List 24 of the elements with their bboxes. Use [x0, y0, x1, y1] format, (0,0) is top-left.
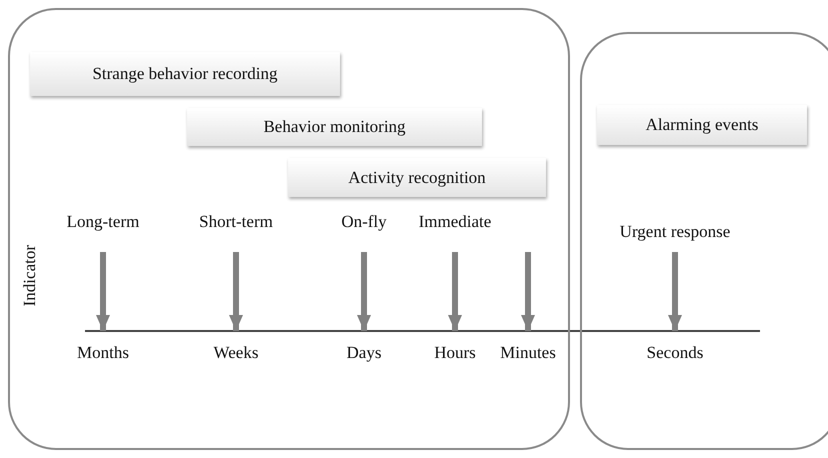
- axis-title: Indicator: [20, 245, 40, 306]
- gradient-label-bar: Alarming events: [597, 105, 807, 145]
- arrow: [357, 252, 371, 331]
- gradient-label-bar: Activity recognition: [288, 158, 546, 197]
- gradient-label-bar: Strange behavior recording: [30, 52, 340, 96]
- time-label: Hours: [425, 333, 485, 373]
- time-label: Weeks: [201, 333, 271, 373]
- rounded-panel: [8, 8, 570, 450]
- time-label: Months: [68, 333, 138, 373]
- indicator-label: Immediate: [405, 208, 505, 236]
- time-label: Days: [334, 333, 394, 373]
- gradient-label-bar: Behavior monitoring: [187, 108, 482, 146]
- indicator-label: On-fly: [334, 208, 394, 236]
- indicator-label: Urgent response: [605, 218, 745, 246]
- time-label: Seconds: [640, 333, 710, 373]
- indicator-label: Long-term: [58, 208, 148, 236]
- indicator-label: Short-term: [186, 208, 286, 236]
- arrow: [668, 252, 682, 331]
- arrow: [448, 252, 462, 331]
- arrow: [521, 252, 535, 331]
- arrow: [96, 252, 110, 331]
- time-label: Minutes: [490, 333, 566, 373]
- arrow: [229, 252, 243, 331]
- rounded-panel: [580, 32, 828, 450]
